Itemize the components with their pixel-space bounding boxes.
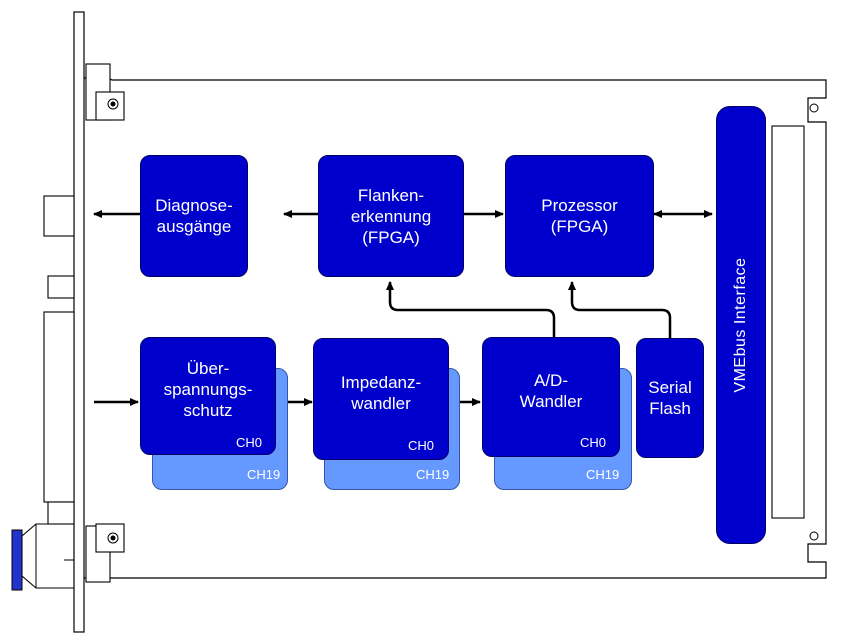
channel-last-label-2: CH19 (416, 467, 450, 482)
block-ueberspannungsschutz-label: Über- spannungs- schutz (163, 358, 253, 420)
channel-last-label-1: CH19 (247, 467, 281, 482)
channel-first-label-3: CH0 (580, 435, 607, 450)
block-diagnose-label: Diagnose- ausgänge (155, 196, 233, 236)
arrow-ad-flanken (386, 281, 556, 338)
block-vmebus-interface-label: VMEbus Interface (732, 257, 749, 393)
channel-first-label-2: CH0 (408, 438, 435, 453)
block-ad-wandler-label: A/D- Wandler (519, 371, 583, 411)
arrow-flash-prozessor (568, 281, 672, 338)
block-flankenerkennung-label: Flanken- erkennung (FPGA) (350, 185, 432, 247)
block-vmebus-interface: VMEbus Interface (716, 106, 766, 544)
block-flankenerkennung: Flanken- erkennung (FPGA) (318, 155, 464, 277)
channel-last-label-3: CH19 (586, 467, 620, 482)
block-prozessor-label: Prozessor (FPGA) (541, 196, 618, 236)
block-ueberspannungsschutz: Über- spannungs- schutz (140, 337, 276, 455)
block-ad-wandler: A/D- Wandler (482, 337, 620, 457)
block-prozessor: Prozessor (FPGA) (505, 155, 654, 277)
block-serial-flash: Serial Flash (636, 338, 704, 458)
block-impedanzwandler: Impedanz- wandler (313, 338, 449, 460)
block-impedanzwandler-label: Impedanz- wandler (340, 373, 422, 413)
channel-first-label-1: CH0 (236, 435, 263, 450)
block-serial-flash-label: Serial Flash (648, 378, 692, 418)
block-diagnose: Diagnose- ausgänge (140, 155, 248, 277)
